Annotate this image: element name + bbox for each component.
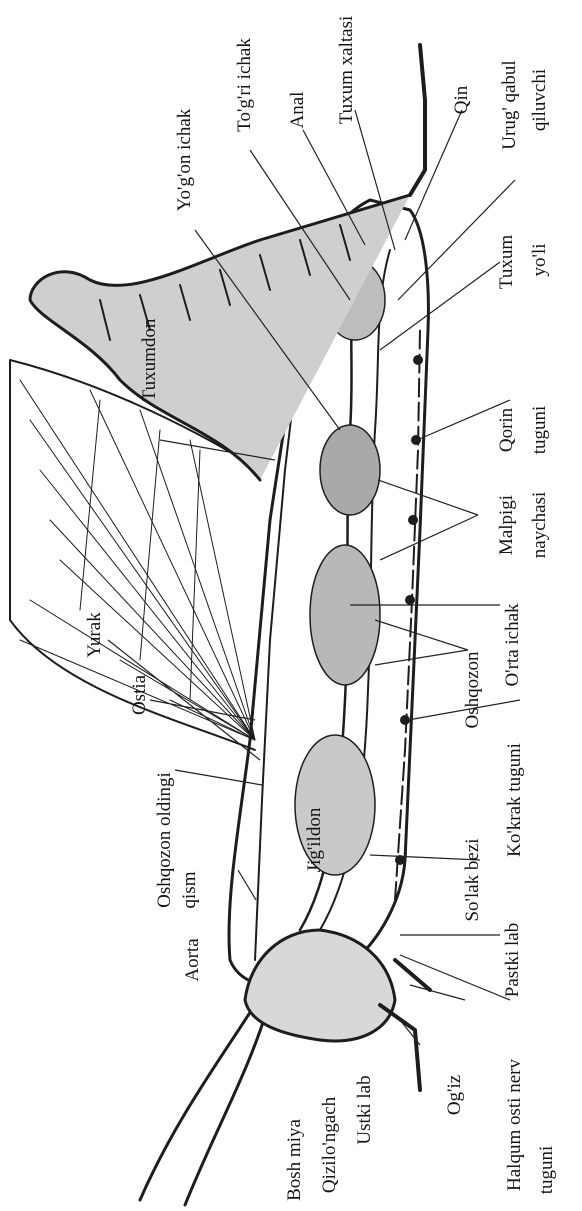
label-pastki-lab: Pastki lab	[502, 923, 523, 997]
hind-leg-drawing	[30, 45, 425, 480]
label-orta-ichak: O'rta ichak	[502, 603, 523, 687]
antenna-drawing	[140, 1000, 270, 1205]
label-kokrak-tuguni: Ko'krak tuguni	[504, 743, 525, 857]
label-qiluvchi: qiluvchi	[529, 69, 550, 131]
leader-malpigi-1	[378, 480, 478, 515]
label-tuxumdon: Tuxumdon	[139, 318, 160, 401]
label-halqum-osti-nerv: Halqum osti nerv	[504, 1059, 525, 1191]
leader-ogiz	[410, 985, 465, 1000]
label-aorta: Aorta	[182, 938, 203, 982]
label-tuxum-xaltasi: Tuxum xaltasi	[336, 16, 357, 125]
label-oshqozon: Oshqozon	[462, 651, 483, 729]
leader-oshqozon-oldingi	[175, 770, 262, 785]
label-bosh-miya: Bosh miya	[284, 1119, 305, 1201]
label-qorin-tuguni: tuguni	[529, 406, 550, 455]
leader-aorta	[238, 870, 256, 900]
label-qizilongach: Qizilo'ngach	[319, 1096, 340, 1193]
label-togri-ichak: To'g'ri ichak	[234, 38, 255, 132]
label-halqum-tuguni: tuguni	[536, 1146, 557, 1195]
label-tuxum: Tuxum	[496, 235, 517, 289]
label-solak-bezi: So'lak bezi	[462, 838, 483, 921]
label-ostia: Ostia	[129, 674, 150, 715]
leader-tuxum-yoli	[380, 262, 500, 350]
label-qin: Qin	[451, 85, 472, 114]
label-yoli: yo'li	[529, 244, 550, 277]
label-qorin: Qorin	[496, 407, 517, 452]
label-anal: Anal	[287, 92, 308, 129]
leader-malpigi-2	[380, 515, 478, 560]
label-qism: qism	[179, 871, 200, 908]
head-drawing	[245, 930, 430, 1090]
insect-illustration	[10, 45, 430, 1205]
leader-qin	[405, 110, 462, 240]
label-yurak: Yurak	[84, 612, 105, 658]
label-urug-qabul: Urug' qabul	[499, 60, 520, 149]
label-ogiz: Og'iz	[444, 1075, 465, 1115]
leader-oshqozon-1	[375, 620, 468, 650]
label-jigildon: Jig'ildon	[304, 807, 325, 872]
leader-oshqozon-2	[375, 650, 468, 665]
label-ustki-lab: Ustki lab	[354, 1075, 375, 1144]
label-oshqozon-oldingi: Oshqozon oldingi	[154, 772, 175, 908]
label-naychasi: naychasi	[529, 492, 550, 558]
label-yogon-ichak: Yo'g'on ichak	[174, 108, 195, 211]
label-malpigi: Malpigi	[496, 495, 517, 555]
